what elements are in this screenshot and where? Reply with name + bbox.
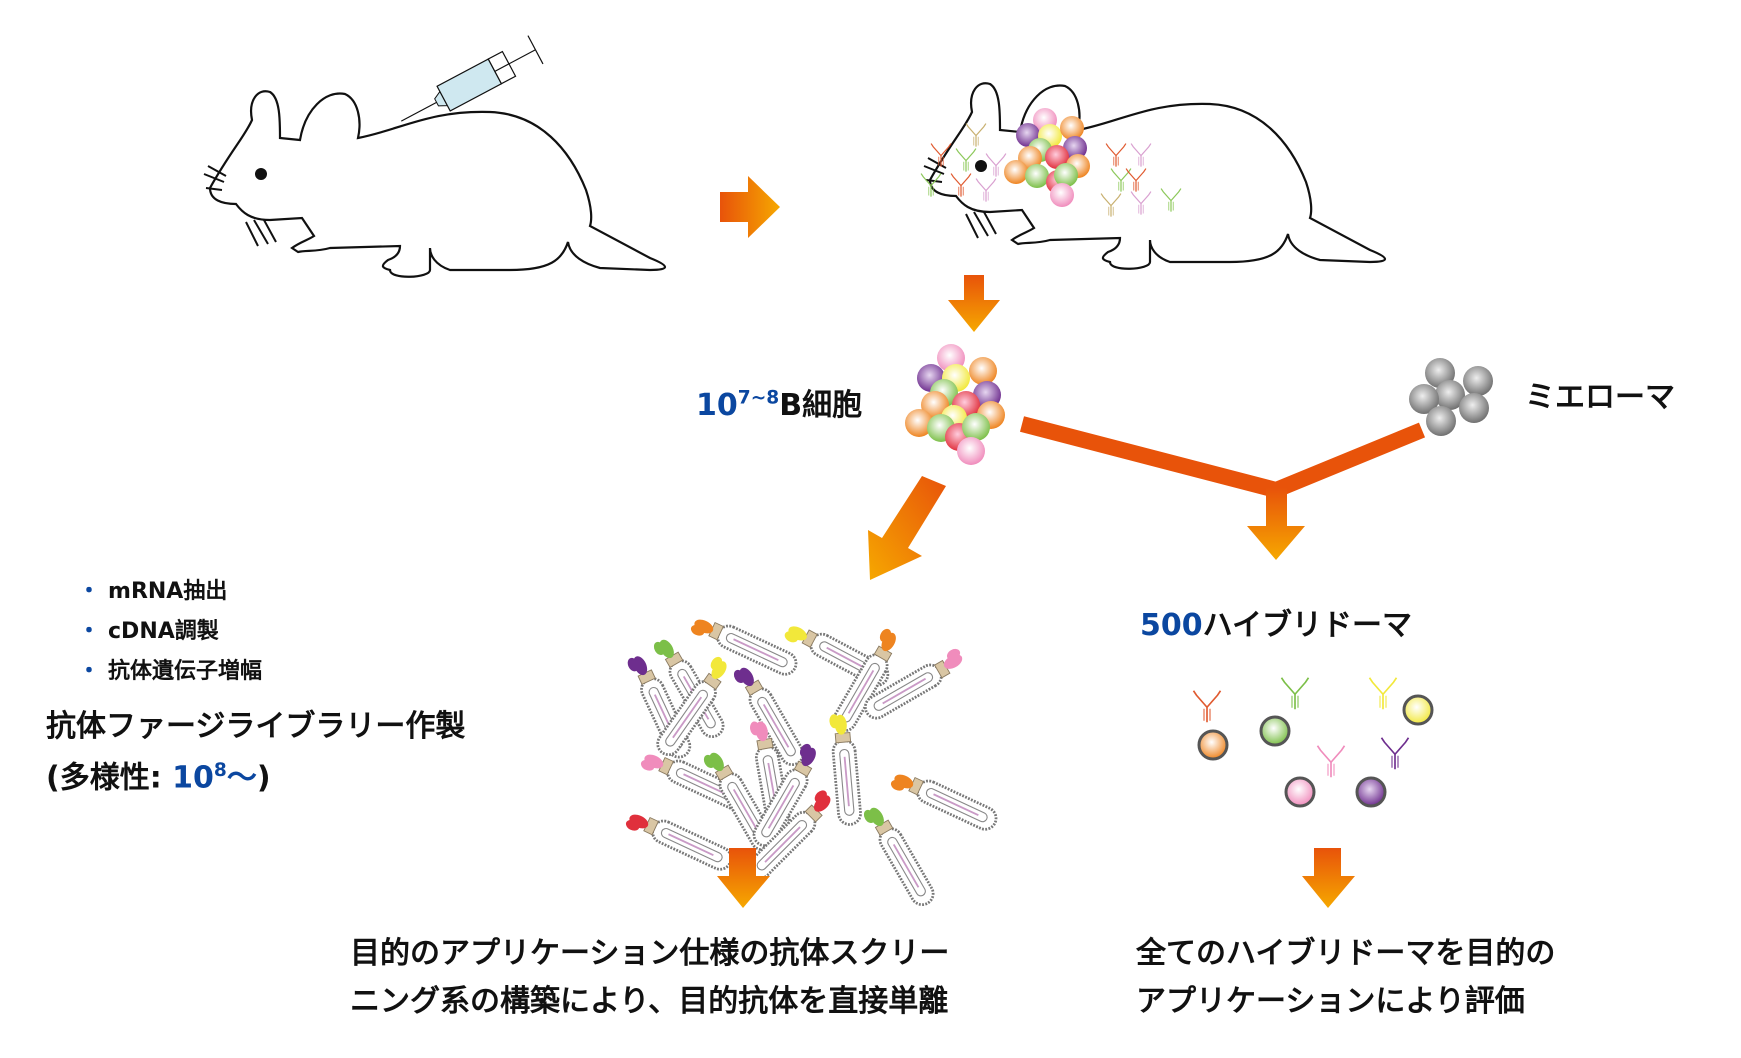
b-cell-count-exponent: 7~8 <box>737 387 780 409</box>
phage-icon <box>703 752 779 856</box>
step-item: ・cDNA調製 <box>78 619 219 644</box>
fusion-arrow <box>1019 416 1426 560</box>
b-cell-label: 107~8B細胞 <box>696 380 862 424</box>
syringe-icon <box>400 35 544 122</box>
phage-icon <box>627 656 695 763</box>
phage-icon <box>748 743 817 852</box>
b-cell-count-base: 10 <box>696 388 738 423</box>
library-steps-list: ・mRNA抽出 ・cDNA調製 ・抗体遺伝子増幅 <box>78 572 262 692</box>
arrow-icon <box>717 848 770 908</box>
step-item: ・mRNA抽出 <box>78 579 228 604</box>
phage-icon <box>784 625 894 691</box>
phage-icon <box>750 721 793 834</box>
phage-icon <box>651 656 727 761</box>
b-cell-name: B細胞 <box>779 388 863 423</box>
phage-result-text: 目的のアプリケーション仕様の抗体スクリー ニング系の構築により、目的抗体を直接単… <box>350 936 950 1019</box>
hybridoma-result-text: 全てのハイブリドーマを目的の アプリケーションにより評価 <box>1136 936 1556 1019</box>
phage-icon <box>890 772 1002 835</box>
arrow-icon <box>1302 848 1355 908</box>
hybridoma-cell-icon <box>1355 736 1410 808</box>
hybridoma-cell-icon <box>1192 689 1229 761</box>
phage-icon <box>859 648 963 724</box>
arrow-icon <box>948 275 1000 332</box>
phage-library-group <box>625 617 1002 911</box>
phage-icon <box>742 790 831 885</box>
hybridoma-cell-icon <box>1284 744 1346 808</box>
arrow-icon <box>720 176 780 238</box>
phage-icon <box>829 714 863 827</box>
immunized-mouse-icon <box>922 82 1387 270</box>
step-item: ・抗体遺伝子増幅 <box>78 659 263 684</box>
arrow-icon <box>868 476 946 580</box>
library-diversity: (多様性: 108〜) <box>46 760 271 796</box>
mouse-icon <box>202 90 667 278</box>
phage-icon <box>653 639 729 743</box>
phage-library-title-line: 抗体ファージライブラリー作製 <box>46 709 466 744</box>
phage-icon <box>690 617 802 680</box>
hybridoma-cell-icon <box>1368 676 1434 726</box>
hybridoma-count: 500 <box>1140 608 1203 643</box>
phage-icon <box>863 807 939 911</box>
b-cell-cluster-icon <box>905 344 1005 465</box>
myeloma-label: ミエローマ <box>1525 380 1675 415</box>
phage-library-title: 抗体ファージライブラリー作製 (多様性: 108〜) <box>46 705 465 801</box>
b-cell-cluster-in-mouse <box>1004 108 1090 207</box>
hybridoma-label: 500ハイブリドーマ <box>1140 600 1412 644</box>
hybridoma-group <box>1192 676 1434 808</box>
phage-icon <box>640 752 752 815</box>
hybridoma-name: ハイブリドーマ <box>1202 608 1413 643</box>
phage-icon <box>828 628 897 737</box>
phage-icon <box>625 812 737 875</box>
myeloma-cluster-icon <box>1409 358 1493 436</box>
hybridoma-cell-icon <box>1259 676 1310 747</box>
phage-icon <box>733 667 809 771</box>
